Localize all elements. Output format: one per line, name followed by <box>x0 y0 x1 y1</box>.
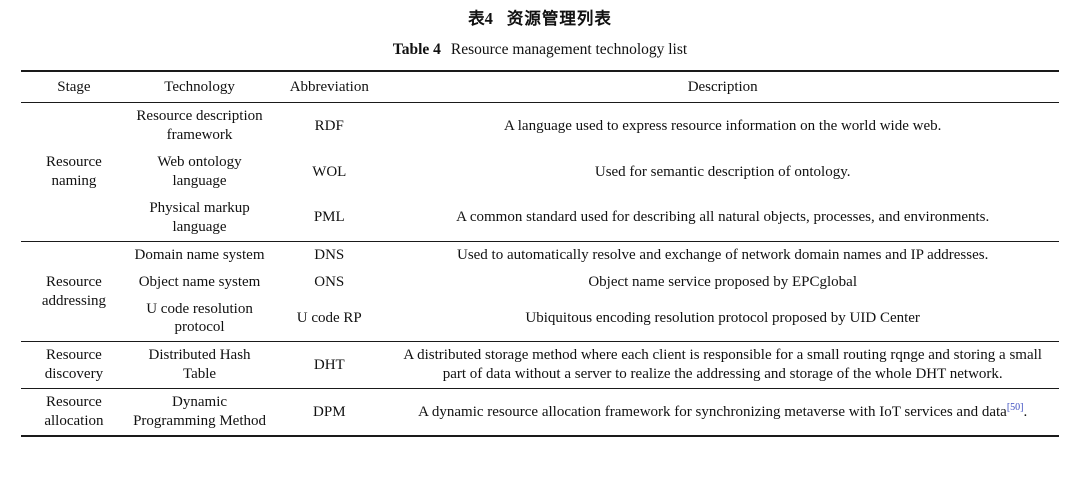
table-caption-en-label: Table 4 <box>392 40 441 58</box>
stage-group: Resource naming Resource description fram… <box>21 103 1059 241</box>
technology-cell: Domain name system <box>134 246 265 263</box>
description-cell: Used to automatically resolve and exchan… <box>386 241 1059 268</box>
abbreviation-cell: RDF <box>314 117 344 134</box>
stage-group: Resource addressing Domain name system DNS… <box>21 241 1059 342</box>
stage-cell: Resource addressing <box>41 273 107 309</box>
stage-cell: Resource naming <box>46 154 102 190</box>
table-row: Resource naming Resource description fram… <box>21 103 1059 189</box>
table-caption-en: Table 4 Resource management technology li… <box>0 41 1080 60</box>
abbreviation-cell: DHT <box>313 356 345 373</box>
table-row: Resource allocation Dynamic Programming M… <box>21 389 1059 436</box>
citation-reference-link[interactable]: [50] <box>1006 401 1024 413</box>
table-caption-zh-label: 表4 <box>468 9 493 28</box>
technology-cell: Resource description framework <box>136 108 263 144</box>
table-row: Resource addressing Domain name system DNS… <box>21 241 1059 309</box>
resource-management-table: Stage Technology Abbreviation Description R… <box>21 70 1059 437</box>
abbreviation-cell: U code RP <box>296 309 362 326</box>
abbreviation-cell: WOL <box>312 163 347 180</box>
description-cell: Ubiquitous encoding resolution protocol … <box>386 296 1059 342</box>
description-text: A language used to express resource info… <box>503 117 942 134</box>
table-row: U code resolution protocol U code RP Ubiqu… <box>21 296 1059 342</box>
table-caption-en-text: Resource management technology list <box>450 40 688 58</box>
description-cell: A common standard used for describing al… <box>386 195 1059 241</box>
technology-cell: Object name system <box>138 273 261 290</box>
table-caption-zh-text: 资源管理列表 <box>506 9 612 28</box>
description-text: Used for semantic description of ontolog… <box>594 163 851 180</box>
technology-cell: Distributed Hash Table <box>148 347 251 383</box>
technology-cell: Physical markup language <box>149 199 250 235</box>
table-caption-zh: 表4 资源管理列表 <box>0 9 1080 29</box>
abbreviation-cell: ONS <box>314 273 345 290</box>
stage-cell: Resource allocation <box>44 394 104 429</box>
stage-cell: Resource discovery <box>44 347 104 383</box>
table-row: Object name system ONS Object name service… <box>21 269 1059 296</box>
technology-cell: U code resolution protocol <box>146 300 253 336</box>
description-text: Ubiquitous encoding resolution protocol … <box>525 309 920 326</box>
description-cell: Used for semantic description of ontolog… <box>386 149 1059 195</box>
description-text: Object name service proposed by EPCgloba… <box>588 273 858 290</box>
description-text: A distributed storage method where each … <box>403 347 1042 383</box>
column-header-description: Description <box>687 79 758 96</box>
table-row: Resource discovery Distributed Hash Table… <box>21 342 1059 389</box>
description-text: A common standard used for describing al… <box>456 209 990 226</box>
stage-group: Resource allocation Dynamic Programming M… <box>21 388 1059 436</box>
description-suffix: . <box>1023 403 1028 420</box>
description-cell: Object name service proposed by EPCgloba… <box>386 269 1059 296</box>
column-header-stage: Stage <box>57 79 91 96</box>
abbreviation-cell: PML <box>313 209 345 226</box>
stage-group: Resource discovery Distributed Hash Table… <box>21 341 1059 389</box>
table-header-row: Stage Technology Abbreviation Description <box>21 71 1059 103</box>
description-cell: A language used to express resource info… <box>386 103 1059 149</box>
table-row: Physical markup language PML A common stan… <box>21 195 1059 241</box>
column-header-technology: Technology <box>164 79 235 96</box>
description-cell: A distributed storage method where each … <box>386 342 1059 389</box>
table-row: Web ontology language WOL Used for semanti… <box>21 149 1059 195</box>
abbreviation-cell: DPM <box>313 403 346 420</box>
technology-cell: Web ontology language <box>157 154 242 190</box>
table-header: Stage Technology Abbreviation Description <box>21 71 1059 103</box>
description-cell: A dynamic resource allocation framework … <box>386 389 1059 436</box>
technology-cell: Dynamic Programming Method <box>133 394 266 429</box>
abbreviation-cell: DNS <box>314 246 345 263</box>
description-text: A dynamic resource allocation framework … <box>418 403 1007 420</box>
description-text: Used to automatically resolve and exchan… <box>456 246 989 263</box>
column-header-abbreviation: Abbreviation <box>289 79 369 96</box>
